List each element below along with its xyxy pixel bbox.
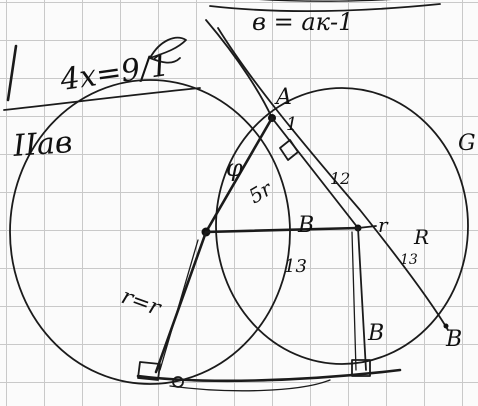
bottom-tangent-line [136, 368, 402, 383]
label-point-b-mid: B [297, 213, 314, 238]
scribble-flower [149, 36, 187, 64]
left-mark: 1 [4, 103, 5, 105]
segment-centers [204, 226, 360, 234]
segment-center-bottom-left [154, 230, 208, 374]
circle-g [215, 87, 469, 365]
label-radius-note: r=r [118, 284, 165, 321]
bottom-tangent-scribble [169, 379, 331, 392]
header-underline [209, 3, 441, 12]
label-radius-r: R [413, 225, 429, 249]
right-angle-mark-bottom-right [351, 359, 371, 377]
tangent-line-double [205, 19, 273, 119]
segment-a-center [204, 116, 274, 234]
label-len-13-center: 13 [284, 256, 307, 277]
right-angle-mark-bottom-left [137, 361, 161, 381]
segment-center-bottom-left-2 [159, 239, 199, 371]
segment-right-vertical-2 [351, 231, 357, 371]
label-r-right: r [378, 213, 389, 237]
right-angle-mark-a [279, 139, 299, 161]
r-tick [357, 225, 377, 229]
label-len-12: 12 [330, 169, 350, 188]
scribble-underline [3, 87, 201, 111]
left-circle-note: IIав [11, 125, 73, 164]
label-len-13-right: 13 [400, 252, 418, 268]
label-point-b-right: B [445, 327, 462, 352]
label-segment-one: 1 [286, 114, 297, 135]
scribble-note: 4x=9/1 [57, 48, 171, 98]
label-len-5r: 5r [245, 176, 278, 209]
left-mark-stroke [6, 44, 18, 102]
label-point-a: A [274, 85, 292, 110]
formula-fragment: в = ак-1 [252, 8, 353, 36]
label-circle-g: G [458, 131, 476, 156]
large-left-circle [9, 79, 291, 385]
segment-right-vertical [357, 227, 367, 371]
tangent-line-ab [217, 27, 449, 331]
header-overline-scribble [259, 0, 391, 2]
segment-a-right [271, 117, 359, 229]
point-b-right-dot [443, 323, 449, 329]
label-angle-phi: φ [226, 154, 243, 182]
label-bottom-b: B [367, 321, 384, 346]
bottom-left-point [172, 376, 184, 388]
